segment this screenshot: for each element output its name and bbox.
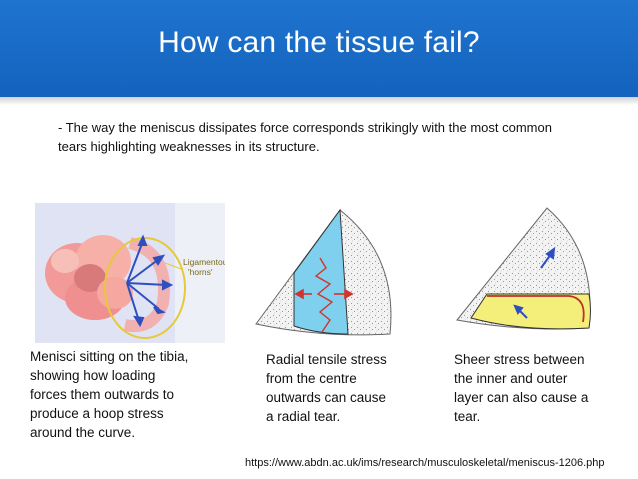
horns-label-line2: 'horns' [188,267,213,277]
shear-stress-diagram [456,207,591,330]
source-url: https://www.abdn.ac.uk/ims/research/musc… [245,457,605,469]
shear-tear-line [487,295,585,323]
caption-hoop-stress: Menisci sitting on the tibia, showing ho… [30,349,189,440]
force-arrows [126,234,174,328]
meniscus-photo-figure: Ligamentous 'horns' [35,203,225,343]
hoop-stress-outline [104,237,186,339]
slide-title: How can the tissue fail? [158,26,480,59]
radial-tear-line [314,257,334,333]
shear-force-arrows [513,246,556,319]
radial-stress-diagram [255,208,392,336]
shear-zone [470,293,591,330]
intro-text: - The way the meniscus dissipates force … [58,120,552,154]
meniscus-arc [123,237,170,332]
title-banner [0,0,638,97]
caption-shear-stress: Sheer stress between the inner and outer… [454,352,589,424]
horns-label-line1: Ligamentous [183,257,225,267]
radial-force-arrows [294,288,354,300]
title-banner-shadow [0,97,638,105]
caption-radial-stress: Radial tensile stress from the centre ou… [266,352,387,424]
